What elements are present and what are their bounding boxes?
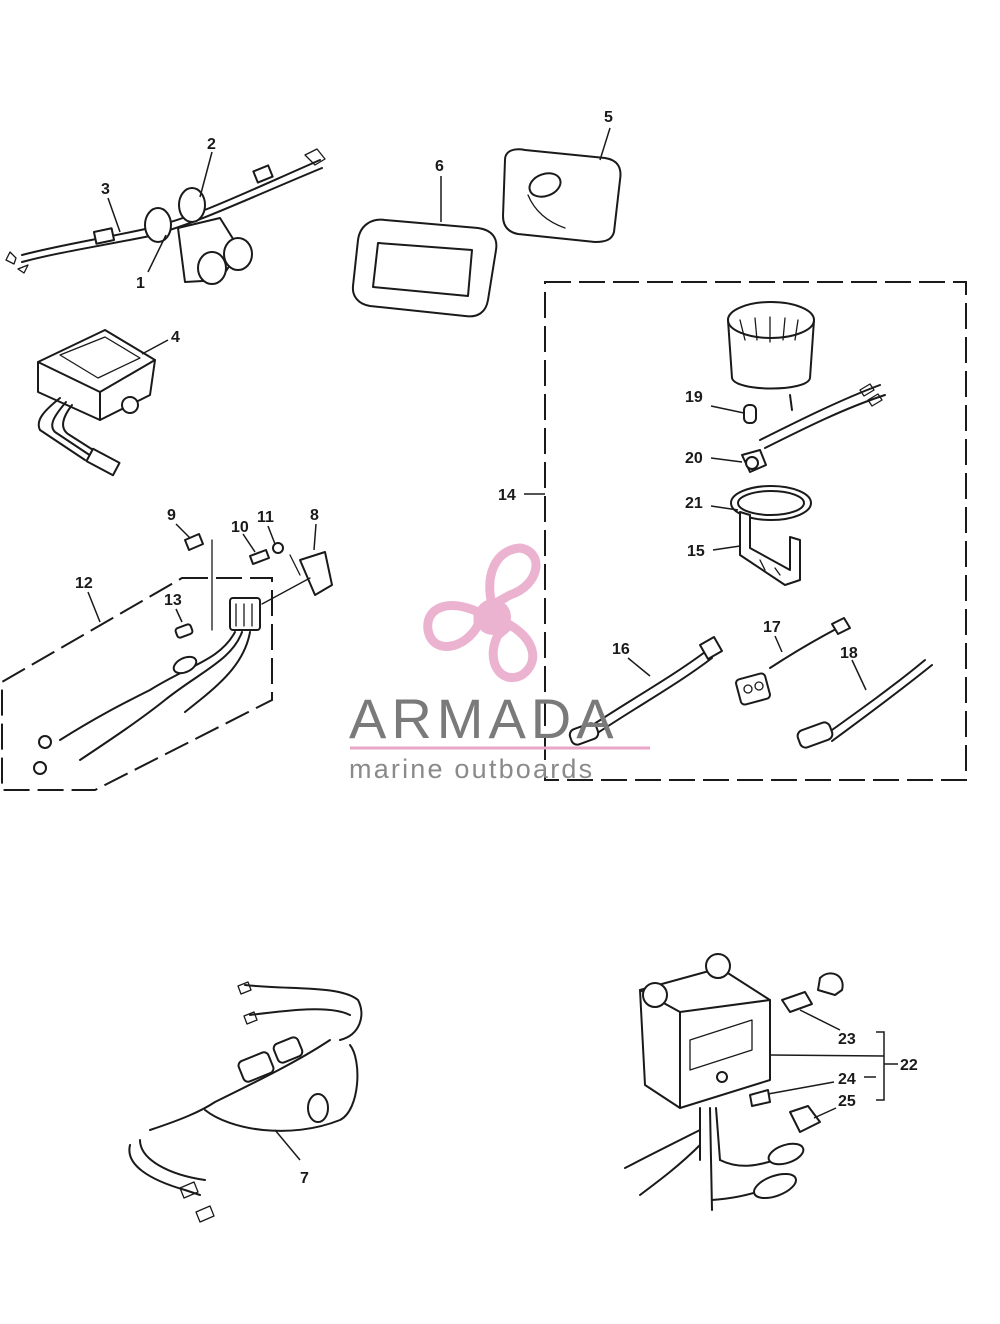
callout-19: 19 [685,389,703,406]
gasket-part-6 [351,218,498,318]
callout-17: 17 [763,619,781,636]
callout-16: 16 [612,641,630,658]
harness-part-18 [796,659,933,749]
callout-13: 13 [164,592,182,609]
cover-part-5 [502,148,622,243]
harness-part-17 [735,617,851,706]
callout-2: 2 [207,136,216,153]
cdi-unit-part-4 [37,329,156,477]
harness-part-7 [128,981,363,1223]
callout-11: 11 [257,509,274,526]
callout-15: 15 [687,543,705,560]
callout-20: 20 [685,450,703,467]
callout-24: 24 [838,1071,856,1088]
callout-8: 8 [310,507,319,524]
callout-10: 10 [231,519,249,536]
regulator-assembly-part-8-13 [1,533,333,791]
callout-18: 18 [840,645,858,662]
callout-23: 23 [838,1031,856,1048]
callout-6: 6 [435,158,444,175]
callout-22: 22 [900,1057,918,1074]
callout-12: 12 [75,575,93,592]
callout-14: 14 [498,487,516,504]
propeller-logo-icon [423,543,541,682]
watermark-brand: ARMADA [349,687,619,750]
callout-5: 5 [604,109,613,126]
callout-3: 3 [101,181,110,198]
callouts: 1 2 3 4 5 6 7 8 9 10 11 12 13 14 15 16 1… [75,109,918,1187]
cdi-unit-part-22 [624,953,844,1211]
callout-9: 9 [167,507,176,524]
callout-21: 21 [685,495,703,512]
gauge-kit-box-part-14 [544,281,967,781]
callout-25: 25 [838,1093,856,1110]
wire-harness-part-1-3 [5,148,326,285]
callout-1: 1 [136,275,145,292]
callout-7: 7 [300,1170,309,1187]
harness-part-16 [568,636,723,746]
callout-4: 4 [171,329,180,346]
watermark-tagline: marine outboards [349,754,594,784]
